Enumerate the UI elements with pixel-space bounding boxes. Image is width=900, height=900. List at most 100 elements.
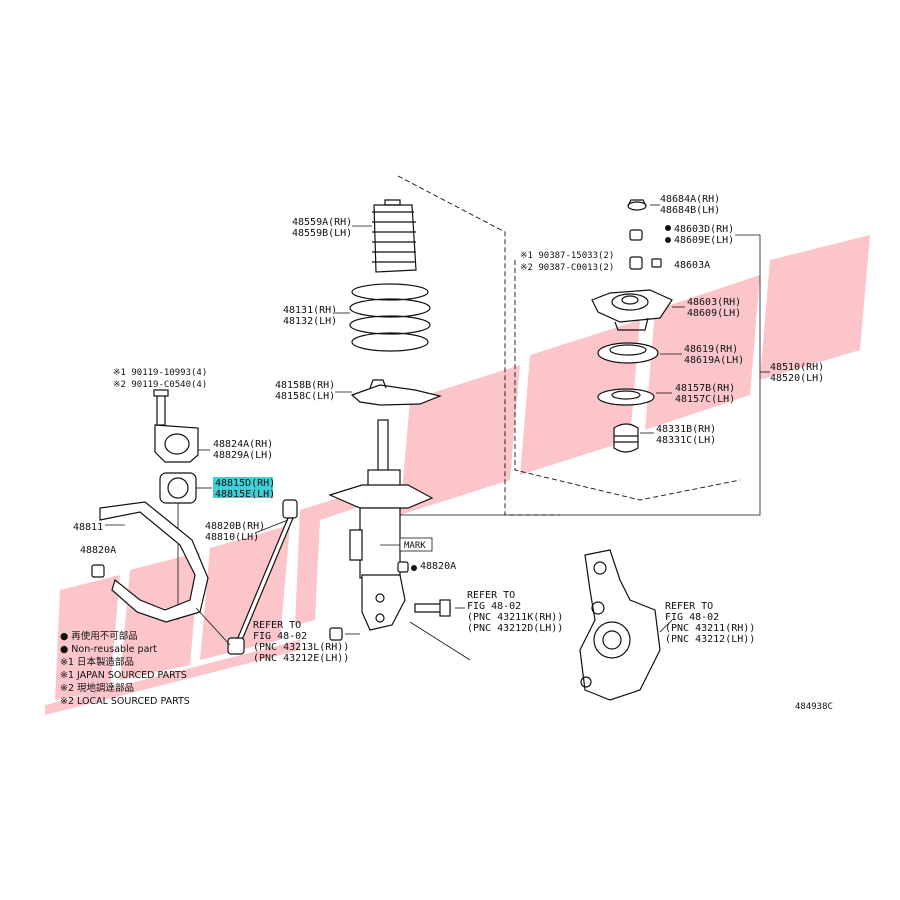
- label-48824: 48824A(RH) 48829A(LH): [213, 439, 273, 461]
- svg-text:※2 現地調達部品: ※2 現地調達部品: [60, 682, 134, 694]
- svg-text:48603D(RH): 48603D(RH): [674, 224, 734, 235]
- part-48603D-nut[interactable]: [629, 229, 643, 241]
- svg-text:48331B(RH): 48331B(RH): [656, 424, 716, 435]
- svg-text:※2 LOCAL SOURCED PARTS: ※2 LOCAL SOURCED PARTS: [60, 696, 190, 707]
- svg-text:(PNC 43212D(LH)): (PNC 43212D(LH)): [467, 623, 563, 634]
- label-48510: 48510(RH) 48520(LH): [770, 362, 824, 384]
- part-48331-bumper[interactable]: [613, 423, 639, 453]
- label-48815-highlighted[interactable]: 48815D(RH) 48815E(LH): [213, 477, 275, 500]
- label-48157: 48157B(RH) 48157C(LH): [675, 383, 735, 405]
- svg-text:48815D(RH): 48815D(RH): [215, 478, 275, 489]
- part-48619-bearing[interactable]: [597, 342, 659, 364]
- label-48603: 48603(RH) 48609(LH): [687, 297, 741, 319]
- label-48820A-right: 48820A: [420, 561, 456, 572]
- watermark-logo: [45, 235, 870, 715]
- svg-text:(PNC 43211(RH)): (PNC 43211(RH)): [665, 623, 755, 634]
- leader-48510: [400, 235, 761, 516]
- label-bolts-left: ※1 90119-10993(4) ※2 90119-C0540(4): [113, 368, 207, 390]
- part-48684-cap[interactable]: [627, 199, 647, 211]
- part-48603A-nut[interactable]: [651, 258, 662, 268]
- svg-text:48815E(LH): 48815E(LH): [215, 489, 275, 500]
- svg-text:(PNC 43211K(RH)): (PNC 43211K(RH)): [467, 612, 563, 623]
- svg-text:48684A(RH): 48684A(RH): [660, 194, 720, 205]
- svg-text:※1 JAPAN SOURCED PARTS: ※1 JAPAN SOURCED PARTS: [60, 670, 187, 681]
- label-48820B: 48820B(RH) 48810(LH): [205, 521, 265, 543]
- svg-text:MARK: MARK: [404, 541, 426, 551]
- svg-text:48131(RH): 48131(RH): [283, 305, 337, 316]
- part-48811-stabilizer-bar[interactable]: [99, 501, 209, 623]
- ref-right[interactable]: REFER TO FIG 48-02 (PNC 43211(RH)) (PNC …: [665, 601, 755, 645]
- svg-text:484938C: 484938C: [795, 702, 833, 712]
- part-48820B-link[interactable]: [227, 499, 298, 655]
- svg-text:48820A: 48820A: [420, 561, 456, 572]
- svg-text:48684B(LH): 48684B(LH): [660, 205, 720, 216]
- svg-text:48619(RH): 48619(RH): [684, 344, 738, 355]
- svg-text:48609E(LH): 48609E(LH): [674, 235, 734, 246]
- part-48824-bracket[interactable]: [154, 424, 199, 463]
- part-48815-bushing[interactable]: [159, 472, 197, 504]
- svg-text:48619A(LH): 48619A(LH): [684, 355, 744, 366]
- part-steering-knuckle[interactable]: [579, 549, 661, 701]
- svg-text:※2 90387-C0013(2): ※2 90387-C0013(2): [520, 263, 614, 273]
- diagram-code: 484938C: [795, 702, 833, 712]
- label-48158: 48158B(RH) 48158C(LH): [275, 380, 335, 402]
- svg-text:48132(LH): 48132(LH): [283, 316, 337, 327]
- part-strut-bolt[interactable]: [414, 599, 451, 617]
- label-48331: 48331B(RH) 48331C(LH): [656, 424, 716, 446]
- svg-text:48820B(RH): 48820B(RH): [205, 521, 265, 532]
- svg-text:48810(LH): 48810(LH): [205, 532, 259, 543]
- svg-text:REFER TO: REFER TO: [467, 590, 515, 601]
- label-48820A-left: 48820A: [80, 545, 116, 556]
- svg-text:FIG 48-02: FIG 48-02: [467, 601, 521, 612]
- svg-text:(PNC 43212(LH)): (PNC 43212(LH)): [665, 634, 755, 645]
- part-48603-support[interactable]: [591, 289, 673, 331]
- legend: ● 再使用不可部品 ● Non-reusable part ※1 日本製造部品 …: [60, 630, 190, 707]
- svg-text:● Non-reusable part: ● Non-reusable part: [60, 644, 157, 655]
- label-48559: 48559A(RH) 48559B(LH): [292, 217, 352, 239]
- assembly-outline-spring: [397, 175, 560, 516]
- svg-text:48609(LH): 48609(LH): [687, 308, 741, 319]
- part-48158-seat[interactable]: [350, 379, 442, 406]
- part-48820A-nut-right[interactable]: [397, 561, 409, 573]
- svg-text:48559B(LH): 48559B(LH): [292, 228, 352, 239]
- label-48603A: 48603A: [674, 260, 710, 271]
- label-48684: 48684A(RH) 48684B(LH): [660, 194, 720, 216]
- svg-text:FIG 48-02: FIG 48-02: [665, 612, 719, 623]
- svg-text:(PNC 43212E(LH)): (PNC 43212E(LH)): [253, 653, 349, 664]
- assembly-outline-mount: [514, 260, 741, 501]
- part-90387-bushing[interactable]: [629, 256, 643, 270]
- svg-text:48820A: 48820A: [80, 545, 116, 556]
- svg-text:48157B(RH): 48157B(RH): [675, 383, 735, 394]
- ref-mid[interactable]: REFER TO FIG 48-02 (PNC 43211K(RH)) (PNC…: [467, 590, 563, 634]
- ref-left[interactable]: REFER TO FIG 48-02 (PNC 43213L(RH)) (PNC…: [253, 620, 349, 664]
- part-48820A-nut-left[interactable]: [91, 564, 105, 578]
- label-48619: 48619(RH) 48619A(LH): [684, 344, 744, 366]
- svg-text:48824A(RH): 48824A(RH): [213, 439, 273, 450]
- svg-text:● 再使用不可部品: ● 再使用不可部品: [60, 630, 138, 642]
- svg-text:48158B(RH): 48158B(RH): [275, 380, 335, 391]
- part-48157-insulator[interactable]: [597, 388, 655, 406]
- label-bolts-top: ※1 90387-15033(2) ※2 90387-C0013(2): [520, 251, 614, 273]
- svg-text:※1 90119-10993(4): ※1 90119-10993(4): [113, 368, 207, 378]
- svg-text:(PNC 43213L(RH)): (PNC 43213L(RH)): [253, 642, 349, 653]
- svg-text:FIG 48-02: FIG 48-02: [253, 631, 307, 642]
- svg-text:48603(RH): 48603(RH): [687, 297, 741, 308]
- svg-text:REFER TO: REFER TO: [665, 601, 713, 612]
- part-48510-strut[interactable]: [328, 419, 434, 631]
- svg-text:48510(RH): 48510(RH): [770, 362, 824, 373]
- svg-text:48811: 48811: [73, 522, 103, 533]
- svg-text:※1 日本製造部品: ※1 日本製造部品: [60, 656, 134, 668]
- part-48559-boot[interactable]: [372, 199, 417, 273]
- part-48131-spring[interactable]: [349, 283, 431, 352]
- label-48603D: 48603D(RH) 48609E(LH): [674, 224, 734, 246]
- svg-text:48829A(LH): 48829A(LH): [213, 450, 273, 461]
- part-strut-nut[interactable]: [329, 627, 343, 641]
- label-48811: 48811: [73, 522, 103, 533]
- svg-text:48331C(LH): 48331C(LH): [656, 435, 716, 446]
- svg-text:48603A: 48603A: [674, 260, 710, 271]
- svg-text:REFER TO: REFER TO: [253, 620, 301, 631]
- svg-text:48157C(LH): 48157C(LH): [675, 394, 735, 405]
- part-90119-bolt[interactable]: [153, 389, 169, 426]
- label-48131: 48131(RH) 48132(LH): [283, 305, 337, 327]
